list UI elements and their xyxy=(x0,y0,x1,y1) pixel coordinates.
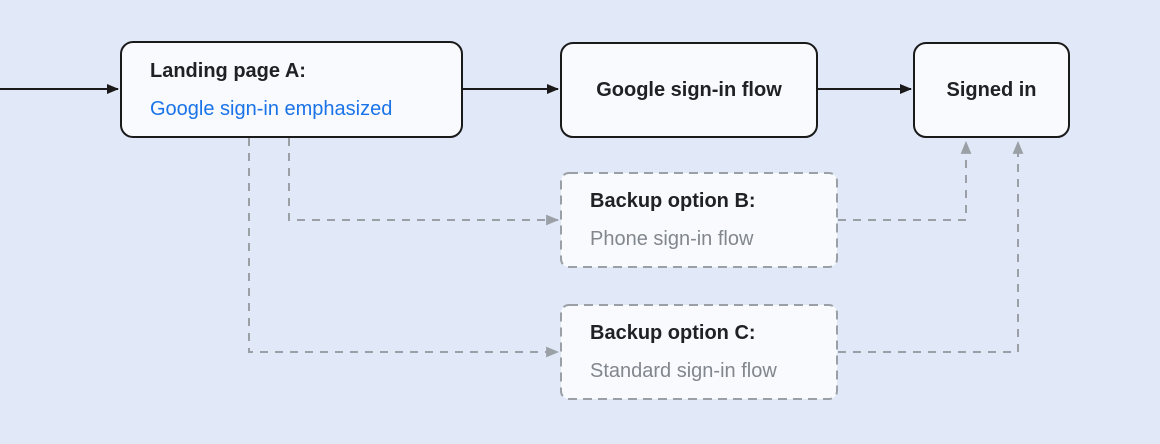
node-backup-option-c: Backup option C: Standard sign-in flow xyxy=(560,304,838,400)
edge-backup-b-to-signed-in xyxy=(838,140,972,221)
node-subtitle: Google sign-in emphasized xyxy=(150,97,393,120)
node-title: Google sign-in flow xyxy=(596,79,782,101)
node-google-sign-in-flow: Google sign-in flow xyxy=(560,42,818,138)
node-title: Backup option C: xyxy=(590,322,756,344)
node-title: Signed in xyxy=(946,79,1037,101)
edge-backup-c-to-signed-in xyxy=(838,140,1024,353)
node-shape-signed-in xyxy=(913,42,1070,138)
node-subtitle: Standard sign-in flow xyxy=(590,360,777,382)
node-shape-landing-page-a xyxy=(120,41,463,138)
node-backup-option-b: Backup option B: Phone sign-in flow xyxy=(560,172,838,268)
node-shape-google-sign-in-flow xyxy=(560,42,818,138)
node-shape-backup-option-b xyxy=(560,172,838,268)
edge-landing-to-backup-b xyxy=(288,138,560,226)
node-title: Backup option B: xyxy=(590,190,756,212)
node-signed-in: Signed in xyxy=(913,42,1070,138)
node-landing-page-a: Landing page A: Google sign-in emphasize… xyxy=(120,41,463,138)
edge-landing-to-backup-c xyxy=(248,138,560,358)
node-shape-backup-option-c xyxy=(560,304,838,400)
node-title: Landing page A: xyxy=(150,59,306,82)
node-subtitle: Phone sign-in flow xyxy=(590,228,754,250)
